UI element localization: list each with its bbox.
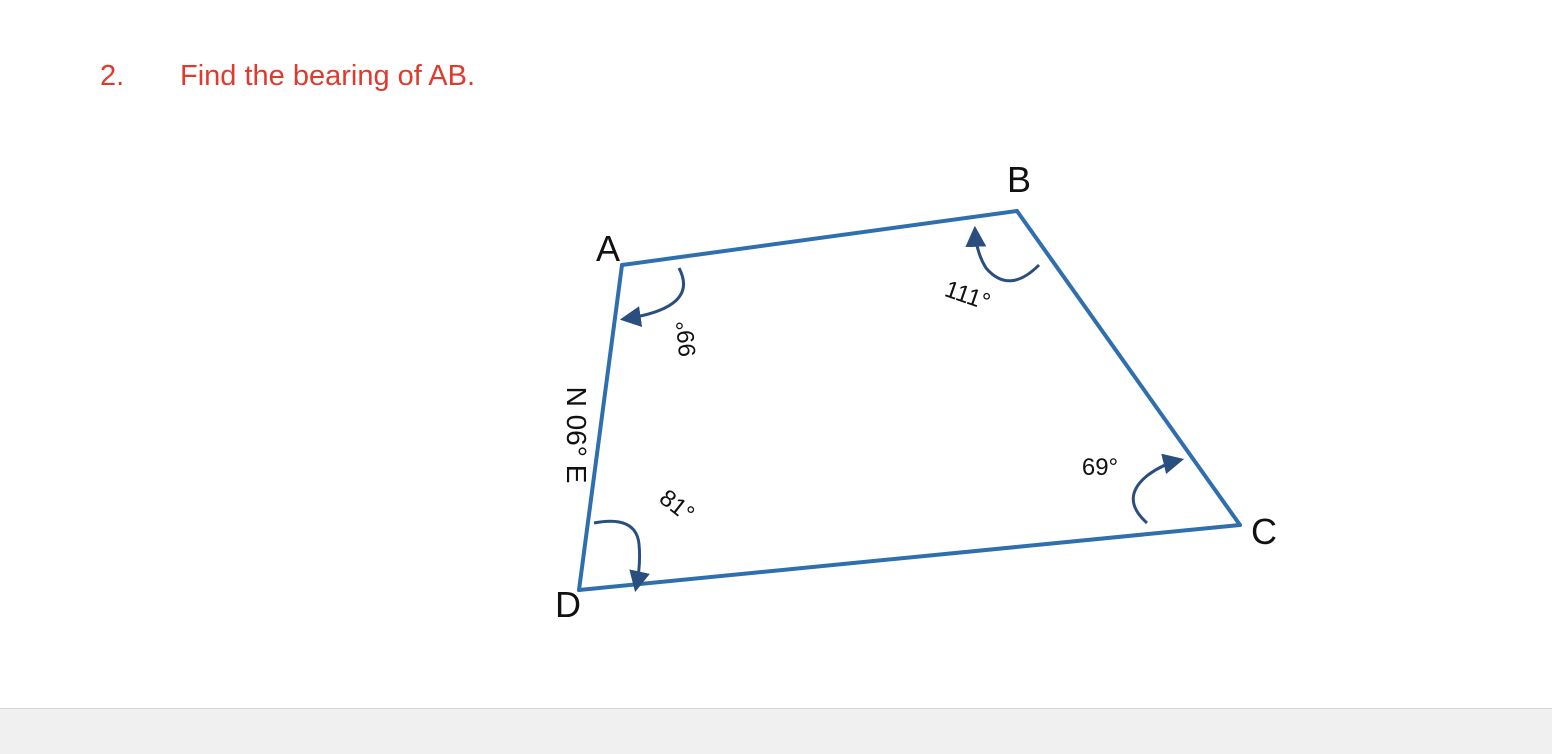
- side-da: [577, 263, 624, 592]
- angle-arc-b: [965, 225, 1041, 283]
- side-cd: [577, 523, 1242, 592]
- angle-label-d: 81°: [654, 484, 699, 528]
- angle-arc-a: [619, 267, 685, 327]
- angle-label-b: 111°: [941, 276, 993, 317]
- angle-arc-c: [1131, 453, 1185, 525]
- side-ab: [620, 209, 1019, 267]
- question-text: Find the bearing of AB.: [180, 60, 476, 92]
- side-bc: [1015, 209, 1242, 527]
- angle-arc-d: [593, 519, 650, 593]
- vertex-label-c: C: [1251, 511, 1277, 552]
- vertex-label-a: A: [596, 228, 620, 269]
- question-number: 2.: [100, 60, 125, 92]
- angle-label-c: 69°: [1082, 454, 1118, 481]
- footer-bar: [0, 708, 1552, 754]
- angle-label-a: 99°: [671, 319, 701, 358]
- question-heading: 2. Find the bearing of AB.: [100, 60, 475, 93]
- vertex-label-d: D: [555, 584, 581, 625]
- vertex-label-b: B: [1007, 159, 1031, 200]
- bearing-label: N 06° E: [561, 387, 592, 484]
